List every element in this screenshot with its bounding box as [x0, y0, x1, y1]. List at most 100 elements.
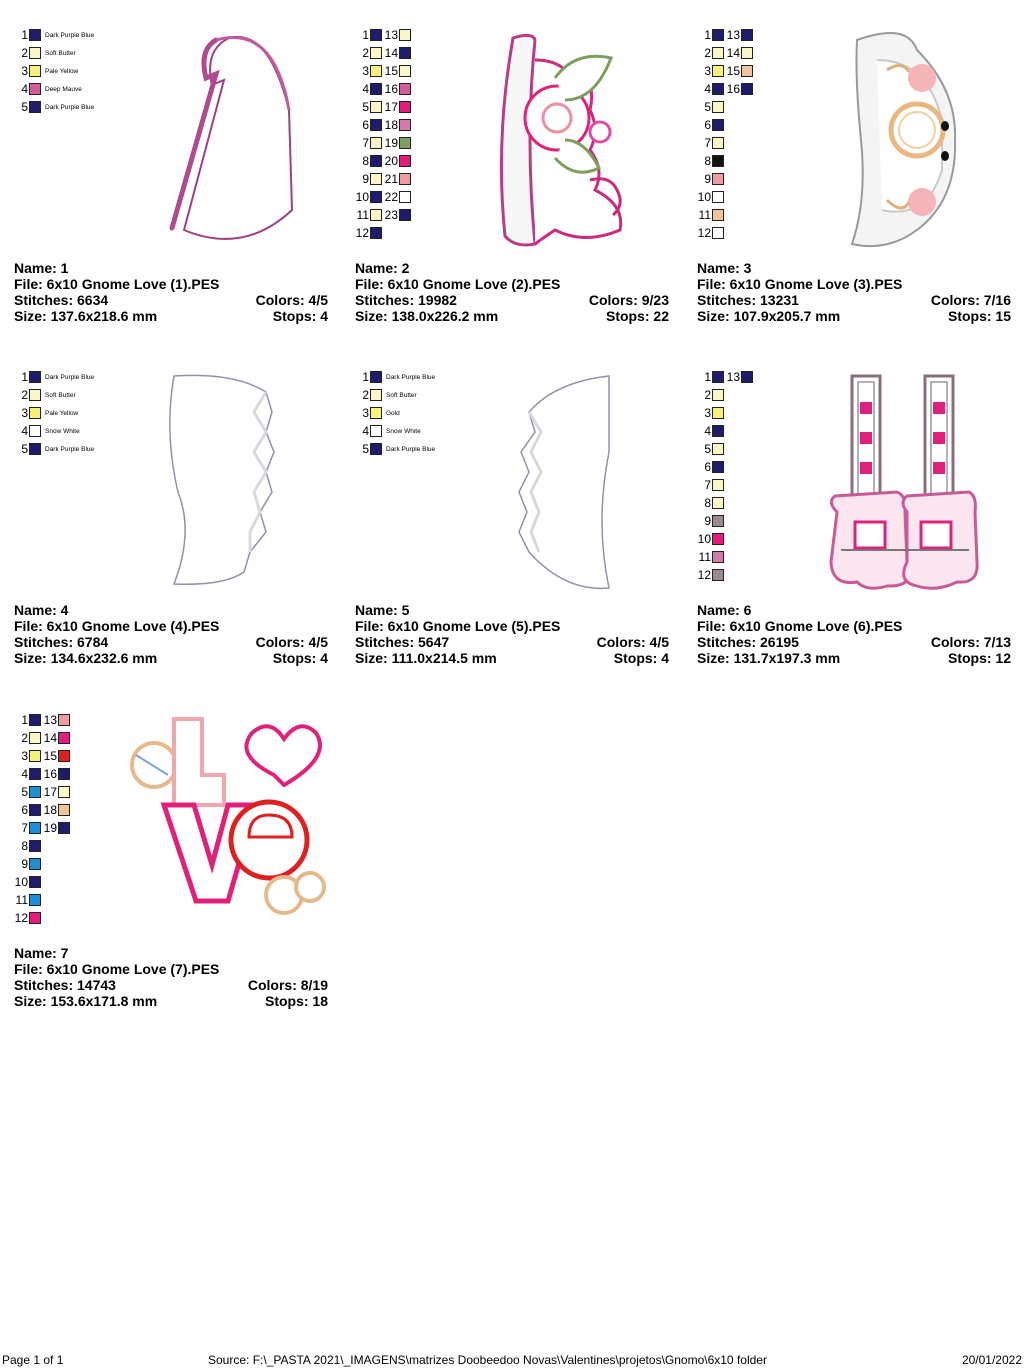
source-path: Source: F:\_PASTA 2021\_IMAGENS\matrizes…: [208, 1353, 767, 1367]
design-info: Name: 2 File: 6x10 Gnome Love (2).PES St…: [355, 260, 669, 324]
swatch-number: 10: [697, 190, 711, 204]
color-swatch: [712, 101, 724, 113]
color-swatch: [58, 768, 70, 780]
color-swatch: [58, 786, 70, 798]
swatch-number: 4: [362, 424, 369, 438]
design-file: File: 6x10 Gnome Love (1).PES: [14, 276, 220, 292]
design-stitches: Stitches: 26195: [697, 634, 799, 650]
color-swatch-row: 12: [14, 909, 41, 927]
swatch-number: 4: [21, 82, 28, 96]
design-stops: Stops: 12: [947, 650, 1011, 666]
color-swatch-row: 8: [697, 152, 724, 170]
color-swatch: [712, 155, 724, 167]
color-name: Dark Purple Blue: [386, 445, 436, 453]
design-info: Name: 6 File: 6x10 Gnome Love (6).PES St…: [697, 602, 1011, 666]
design-file: File: 6x10 Gnome Love (4).PES: [14, 618, 220, 634]
color-swatch: [399, 209, 411, 221]
color-swatch: [399, 137, 411, 149]
color-swatch: [370, 227, 382, 239]
swatch-number: 1: [21, 370, 28, 384]
color-swatch-row: 6: [697, 458, 724, 476]
swatch-number: 16: [726, 82, 740, 96]
color-swatch: [370, 83, 382, 95]
color-swatch: [712, 407, 724, 419]
color-swatch-row: 5: [697, 98, 724, 116]
color-name: Pale Yellow: [45, 409, 79, 417]
swatch-number: 18: [43, 803, 57, 817]
color-swatch: [399, 47, 411, 59]
color-swatch: [399, 191, 411, 203]
color-swatch-row: 10: [697, 530, 724, 548]
swatch-number: 12: [697, 568, 711, 582]
color-swatch: [29, 47, 41, 59]
color-name: Gold: [386, 409, 400, 417]
swatch-number: 4: [21, 767, 28, 781]
design-colors: Colors: 4/5: [596, 634, 669, 650]
design-stitches: Stitches: 19982: [355, 292, 457, 308]
design-name: Name: 3: [697, 260, 752, 276]
color-swatch: [712, 425, 724, 437]
swatch-number: 12: [697, 226, 711, 240]
design-stops: Stops: 15: [947, 308, 1011, 324]
color-swatch: [712, 83, 724, 95]
color-swatch: [712, 209, 724, 221]
design-stops: Stops: 4: [613, 650, 669, 666]
design-name: Name: 1: [14, 260, 69, 276]
color-swatch: [29, 443, 41, 455]
color-name: Dark Purple Blue: [45, 31, 95, 39]
color-swatch: [399, 101, 411, 113]
swatch-number: 2: [362, 388, 369, 402]
swatch-number: 16: [43, 767, 57, 781]
color-swatch: [58, 732, 70, 744]
color-swatch: [29, 912, 41, 924]
color-name: Deep Mauve: [45, 85, 82, 93]
color-swatch: [370, 209, 382, 221]
color-swatch: [712, 227, 724, 239]
swatch-number: 3: [704, 64, 711, 78]
color-name: Dark Purple Blue: [45, 103, 95, 111]
design-size: Size: 153.6x171.8 mm: [14, 993, 158, 1009]
design-stitches: Stitches: 14743: [14, 977, 116, 993]
design-name: Name: 4: [14, 602, 69, 618]
swatch-number: 10: [14, 875, 28, 889]
color-swatch: [399, 173, 411, 185]
swatch-number: 5: [362, 442, 369, 456]
color-swatch: [741, 65, 753, 77]
color-swatch: [741, 47, 753, 59]
design-info: Name: 4 File: 6x10 Gnome Love (4).PES St…: [14, 602, 328, 666]
color-swatch-row: 4 16: [14, 765, 70, 783]
beard-left-artwork: [169, 374, 275, 585]
swatch-number: 14: [43, 731, 57, 745]
color-swatch: [58, 750, 70, 762]
color-swatch: [370, 191, 382, 203]
color-swatch: [741, 83, 753, 95]
design-size: Size: 137.6x218.6 mm: [14, 308, 158, 324]
swatch-number: 2: [21, 46, 28, 60]
swatch-number: 18: [384, 118, 398, 132]
design-colors: Colors: 9/23: [588, 292, 669, 308]
color-swatch-row: 8: [14, 837, 41, 855]
color-swatch: [29, 876, 41, 888]
swatch-number: 3: [362, 64, 369, 78]
color-swatch: [712, 371, 724, 383]
swatch-number: 13: [384, 28, 398, 42]
design-file: File: 6x10 Gnome Love (7).PES: [14, 961, 220, 977]
color-swatch-row: 11: [697, 548, 724, 566]
color-name: Dark Purple Blue: [386, 373, 436, 381]
swatch-number: 10: [355, 190, 369, 204]
swatch-number: 7: [21, 821, 28, 835]
color-swatch: [370, 389, 382, 401]
design-stitches: Stitches: 6634: [14, 292, 109, 308]
